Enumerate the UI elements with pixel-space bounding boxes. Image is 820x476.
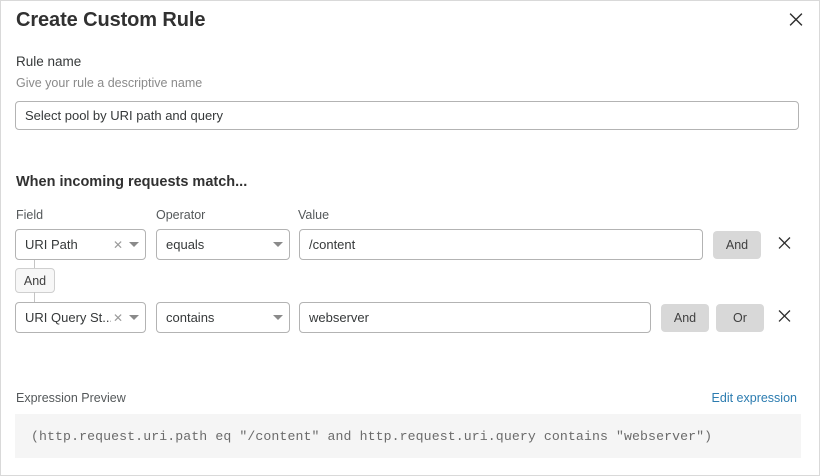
- operator-select-1-value: equals: [166, 237, 205, 252]
- column-header-value: Value: [298, 208, 330, 222]
- expression-preview-label: Expression Preview: [16, 391, 126, 405]
- rule-name-label: Rule name: [16, 54, 82, 69]
- operator-select-1[interactable]: equals: [156, 229, 290, 260]
- close-icon: [778, 236, 791, 252]
- column-header-field: Field: [16, 208, 44, 222]
- rule-name-input[interactable]: [15, 101, 799, 130]
- field-select-1-value: URI Path: [25, 237, 78, 252]
- expression-preview-box: (http.request.uri.path eq "/content" and…: [15, 414, 801, 458]
- connector-line-top: [34, 260, 35, 270]
- or-button-2[interactable]: Or: [716, 304, 764, 332]
- match-section-heading: When incoming requests match...: [16, 174, 248, 190]
- clear-icon[interactable]: ✕: [112, 310, 123, 325]
- page-title: Create Custom Rule: [16, 9, 206, 31]
- edit-expression-link[interactable]: Edit expression: [711, 391, 797, 405]
- chevron-down-icon[interactable]: [271, 242, 289, 247]
- clear-icon[interactable]: ✕: [112, 237, 123, 252]
- chevron-down-icon[interactable]: [127, 315, 145, 320]
- operator-select-2-value: contains: [166, 310, 215, 325]
- value-input-2[interactable]: [299, 302, 651, 333]
- group-connector-and-button[interactable]: And: [15, 268, 55, 293]
- delete-condition-button-1[interactable]: [772, 232, 796, 256]
- and-button-1[interactable]: And: [713, 231, 761, 259]
- close-dialog-button[interactable]: [783, 6, 809, 32]
- value-input-1[interactable]: [299, 229, 703, 260]
- delete-condition-button-2[interactable]: [772, 305, 796, 329]
- and-button-2[interactable]: And: [661, 304, 709, 332]
- field-select-2[interactable]: URI Query St... ✕: [15, 302, 146, 333]
- condition-row: URI Path ✕ equals And: [1, 229, 819, 261]
- rule-name-description: Give your rule a descriptive name: [16, 76, 203, 90]
- chevron-down-icon[interactable]: [271, 315, 289, 320]
- condition-row: URI Query St... ✕ contains And Or: [1, 302, 819, 334]
- close-icon: [789, 12, 803, 26]
- connector-line-bottom: [34, 292, 35, 302]
- chevron-down-icon[interactable]: [127, 242, 145, 247]
- field-select-2-value: URI Query St...: [25, 310, 111, 325]
- expression-preview-code: (http.request.uri.path eq "/content" and…: [31, 428, 713, 444]
- field-select-1[interactable]: URI Path ✕: [15, 229, 146, 260]
- close-icon: [778, 309, 791, 325]
- operator-select-2[interactable]: contains: [156, 302, 290, 333]
- column-header-operator: Operator: [156, 208, 206, 222]
